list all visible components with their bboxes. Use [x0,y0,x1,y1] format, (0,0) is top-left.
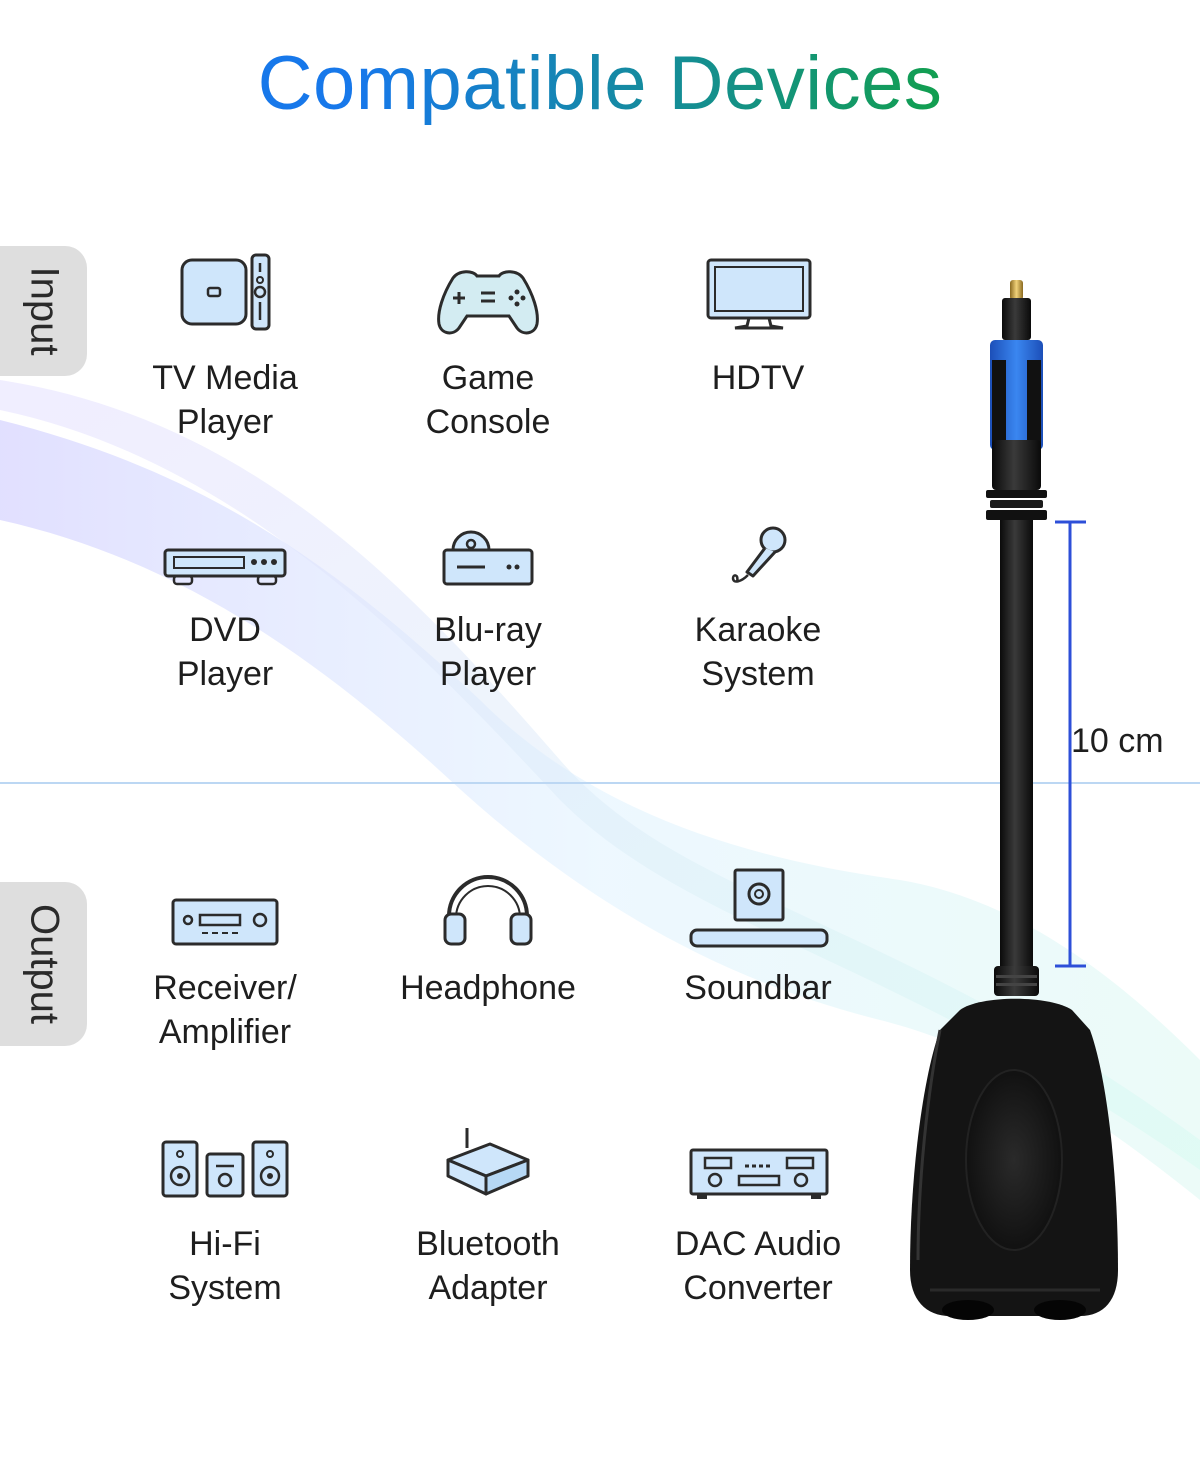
soundbar-icon [689,868,829,948]
device-label: Headphone [400,969,576,1007]
karaoke-microphone-icon [731,526,787,583]
receiver-amplifier-icon [171,898,279,946]
hifi-system-icon [161,1140,289,1198]
input-section-label: Input [22,266,66,356]
device-headphone: Headphone [353,860,623,1080]
device-label: Receiver/Amplifier [153,969,297,1051]
blu-ray-player-icon [442,530,534,586]
device-label: HDTV [711,359,805,397]
dvd-player-icon [163,548,287,586]
cable-length-label: 10 cm [1071,722,1164,760]
game-console-icon [437,270,539,335]
output-section-label: Output [22,903,66,1025]
headphone-icon [443,875,533,946]
device-hdtv: HDTV [623,250,893,470]
device-label: Soundbar [684,969,832,1007]
tv-media-player-icon [180,253,271,331]
device-receiver-amplifier: Receiver/Amplifier [90,860,360,1080]
output-section-tab: Output [0,882,87,1046]
optical-splitter-cable [910,280,1118,1320]
dac-audio-converter-icon [689,1148,829,1199]
title-part-1: Compatible [257,41,647,126]
title-part-2: Devices [668,41,943,126]
page-title: Compatible Devices [0,38,1200,129]
device-soundbar: Soundbar [623,860,893,1080]
input-section-tab: Input [0,246,87,376]
hdtv-icon [706,258,812,330]
bluetooth-adapter-icon [446,1128,530,1196]
